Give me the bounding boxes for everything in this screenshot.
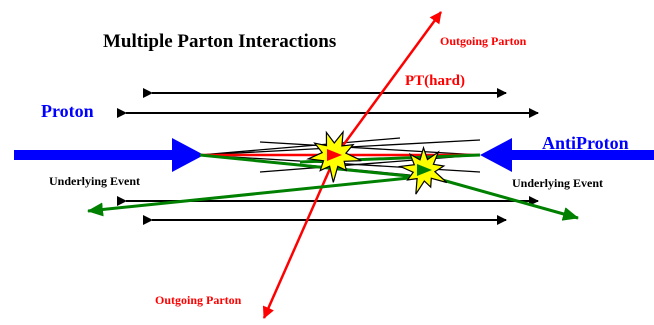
outgoing-parton-top-line	[334, 11, 443, 156]
collision-burst-secondary	[397, 145, 448, 195]
burst-core	[417, 164, 432, 176]
collision-burst-primary	[306, 129, 362, 183]
antiproton-label: AntiProton	[542, 133, 629, 153]
diagram-title: Multiple Parton Interactions	[103, 31, 337, 52]
proton-label: Proton	[41, 101, 94, 121]
green-arrow-left	[87, 174, 429, 217]
fan-line	[259, 141, 481, 156]
antiproton-beam	[480, 138, 654, 172]
green-line	[199, 153, 429, 180]
underlying-event-label-left: Underlying Event	[49, 174, 141, 188]
green-arrow-right	[427, 174, 579, 221]
outgoing-parton-bottom-line	[262, 154, 338, 319]
burst-core	[327, 149, 342, 161]
proton-beam	[14, 138, 204, 172]
underlying-event-label-right: Underlying Event	[512, 176, 604, 190]
outgoing-parton-label-top: Outgoing Parton	[440, 34, 527, 48]
pt-hard-label: PT(hard)	[405, 73, 465, 89]
fan-line	[199, 137, 401, 156]
outgoing-parton-label-bottom: Outgoing Parton	[155, 293, 242, 307]
